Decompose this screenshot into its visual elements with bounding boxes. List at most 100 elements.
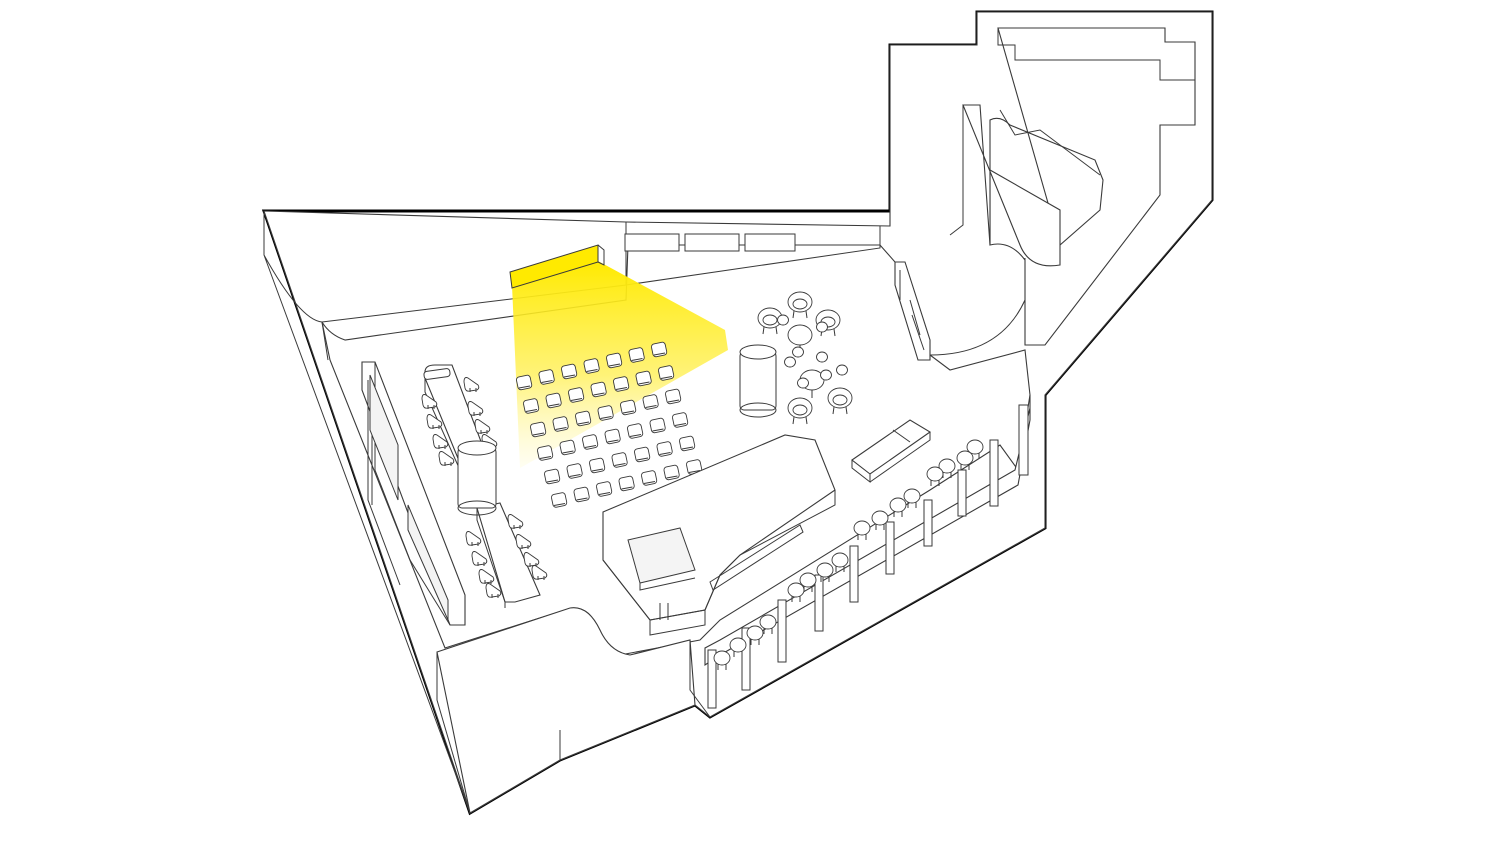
east-pillars: [707, 404, 1029, 709]
theater-chair: [628, 347, 645, 363]
theater-chair: [642, 394, 659, 410]
meeting-chair: [426, 414, 443, 429]
lounge-stool: [820, 369, 832, 381]
theater-chair: [606, 352, 623, 369]
meeting-chair: [478, 569, 495, 584]
pillar-8: [777, 599, 787, 663]
lounge-armchair: [787, 291, 813, 319]
lounge-stool: [792, 346, 804, 358]
counter-stool: [853, 520, 871, 540]
counter-stool: [799, 572, 817, 592]
theater-chair: [583, 358, 600, 374]
upper-right-room-floor: [989, 27, 1196, 346]
pillar-1: [1018, 404, 1029, 476]
meeting-chair: [515, 534, 532, 549]
left-bookshelf: [361, 361, 466, 626]
theater-chair: [551, 492, 568, 508]
meeting-chair: [531, 565, 548, 580]
theater-chair: [561, 363, 578, 380]
meeting-chair: [474, 419, 491, 434]
meeting-chair: [463, 377, 480, 392]
theater-chair: [618, 475, 635, 492]
theater-chair: [634, 446, 651, 463]
counter-stool: [956, 450, 974, 470]
theater-chair: [545, 392, 562, 409]
lounge-stool: [784, 356, 796, 368]
theater-chair: [679, 435, 696, 452]
theater-chair: [538, 369, 555, 385]
upper-right-partition: [962, 104, 1061, 267]
theater-chair: [575, 410, 592, 427]
lounge-stool: [797, 377, 809, 389]
meeting-chair: [507, 514, 524, 529]
theater-chair: [544, 468, 561, 485]
lounge-armchair: [787, 397, 813, 425]
meeting-chair: [438, 451, 455, 466]
theater-chair: [537, 445, 554, 461]
theater-chair: [656, 441, 673, 457]
theater-chair: [604, 428, 621, 445]
pillar-5: [885, 521, 895, 575]
theater-chair: [649, 417, 666, 434]
theater-chair: [641, 470, 658, 486]
pillar-9: [741, 627, 751, 691]
theater-chair: [651, 341, 668, 358]
theater-chair: [552, 416, 569, 432]
theater-chair: [672, 412, 689, 428]
lounge-stool: [816, 321, 828, 333]
lounge-stool: [836, 364, 848, 376]
theater-chair: [516, 374, 533, 391]
theater-chair: [559, 439, 576, 456]
counter-stool: [831, 552, 849, 572]
meeting-chair: [432, 434, 449, 449]
theater-chair: [573, 486, 590, 503]
meeting-chair: [467, 401, 484, 416]
theater-chair: [627, 423, 644, 439]
central-block: [602, 434, 836, 636]
meeting-chair: [471, 551, 488, 566]
counter-stool: [746, 625, 764, 645]
meeting-table-1-chairs: [421, 377, 498, 466]
counter-stool: [713, 650, 731, 670]
counter-stool: [926, 466, 944, 486]
theater-chair: [582, 434, 599, 450]
north-window-2: [684, 233, 740, 252]
counter-stool: [759, 614, 777, 634]
pillar-3: [957, 469, 967, 517]
theater-chair: [663, 464, 680, 481]
theater-chair: [658, 365, 675, 381]
counter-stool: [889, 497, 907, 517]
lower-left-block-face: [436, 640, 711, 814]
theater-chair: [589, 457, 606, 474]
theater-chair: [568, 387, 585, 403]
theater-chair: [620, 399, 637, 416]
pillar-10: [707, 649, 717, 709]
lower-left-block: [436, 607, 696, 814]
theater-chair: [611, 452, 628, 468]
meeting-chair: [465, 531, 482, 546]
lounge-armchair: [827, 387, 853, 415]
theater-chair: [566, 463, 583, 479]
bench: [851, 419, 932, 484]
theater-chair: [613, 376, 630, 392]
lounge-stool: [777, 314, 789, 326]
counter-stool: [787, 582, 805, 602]
column-left: [457, 440, 497, 516]
meeting-chair: [485, 583, 502, 598]
meeting-chair: [421, 394, 438, 409]
theater-chair: [590, 381, 607, 398]
counter-stool: [903, 488, 921, 508]
theater-chair: [597, 405, 614, 421]
theater-seating: [516, 341, 703, 508]
counter-stool: [938, 458, 956, 478]
pillar-4: [923, 499, 933, 547]
meeting-table-2-chairs: [465, 514, 548, 598]
counter-stool: [871, 510, 889, 530]
left-wall-face: [263, 211, 471, 814]
pillar-2: [989, 439, 999, 507]
lounge-stool: [816, 351, 828, 363]
theater-chair: [665, 388, 682, 405]
upper-right-wall-lines: [929, 28, 1195, 356]
